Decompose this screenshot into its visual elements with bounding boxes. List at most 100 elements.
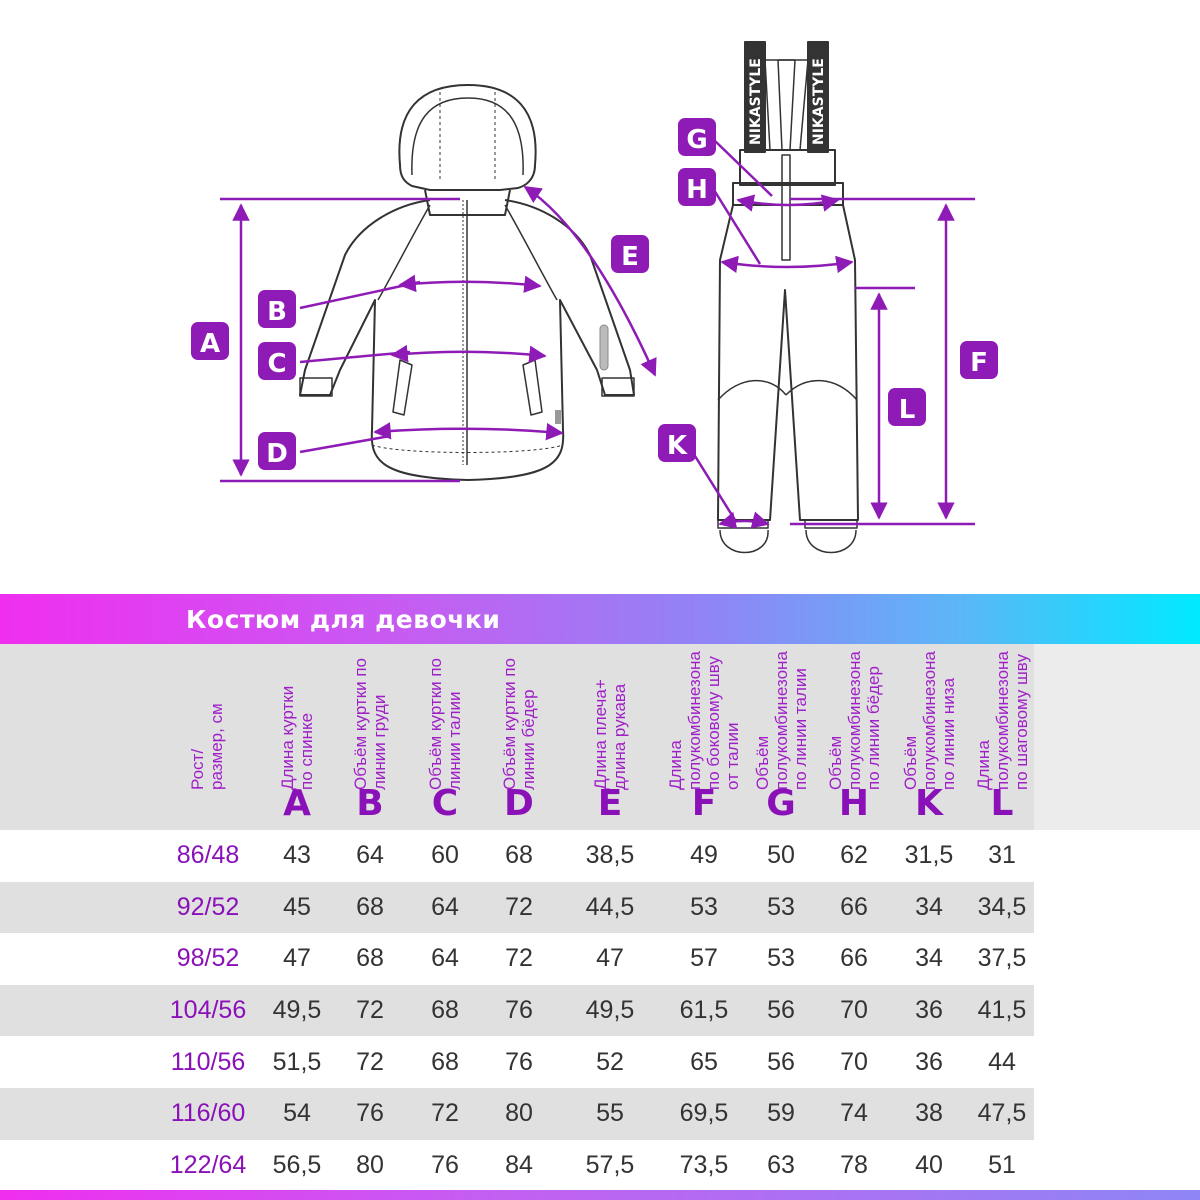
value-cell-d: 68 (505, 841, 533, 870)
size-cell: 86/48 (176, 841, 240, 870)
table-header (0, 644, 1200, 830)
value-cell-g: 53 (767, 892, 795, 921)
value-cell-g: 50 (767, 841, 795, 870)
value-cell-f: 53 (690, 892, 718, 921)
header-col-k-letter: K (915, 783, 943, 824)
svg-text:B: B (267, 297, 287, 327)
header-col-l-letter: L (990, 783, 1014, 824)
value-cell-k: 34 (915, 944, 943, 973)
header-col-a-letter: A (283, 783, 311, 824)
value-cell-b: 64 (356, 841, 384, 870)
size-cell: 98/52 (176, 944, 240, 973)
value-cell-b: 72 (356, 996, 384, 1025)
value-cell-e: 47 (596, 944, 624, 973)
value-cell-k: 36 (915, 996, 943, 1025)
value-cell-c: 68 (431, 996, 459, 1025)
header-col-b-label: Объём куртки по линии груди (351, 657, 389, 790)
size-cell: 116/60 (170, 1099, 246, 1128)
header-col-d-letter: D (504, 783, 534, 824)
badge-l: L (888, 388, 926, 426)
value-cell-c: 72 (431, 1099, 459, 1128)
svg-text:NIKASTYLE: NIKASTYLE (748, 58, 764, 145)
svg-text:L: L (899, 395, 916, 425)
header-col-l-label: Длина полукомбинезона по шаговому шву (973, 651, 1031, 790)
value-cell-k: 38 (915, 1099, 943, 1128)
header-col-g-label: Объём полукомбинезона по линии талии (752, 651, 810, 790)
value-cell-l: 34,5 (977, 892, 1027, 921)
size-cell: 110/56 (170, 1047, 246, 1076)
value-cell-b: 72 (356, 1047, 384, 1076)
header-col-h-label: Объём полукомбинезона по линии бёдер (825, 651, 883, 790)
value-cell-a: 43 (283, 841, 311, 870)
svg-text:A: A (200, 329, 220, 359)
value-cell-g: 56 (767, 996, 795, 1025)
value-cell-k: 34 (915, 892, 943, 921)
header-col-c-letter: C (431, 783, 459, 824)
svg-text:D: D (266, 439, 288, 469)
value-cell-a: 47 (283, 944, 311, 973)
svg-text:F: F (970, 348, 988, 378)
table-title-banner: Костюм для девочки (0, 594, 1200, 644)
value-cell-h: 70 (840, 1047, 868, 1076)
value-cell-e: 57,5 (585, 1150, 635, 1179)
value-cell-b: 80 (356, 1150, 384, 1179)
value-cell-g: 59 (767, 1099, 795, 1128)
value-cell-b: 76 (356, 1099, 384, 1128)
header-col-e-label: Длина плеча+ длина рукава (591, 679, 629, 790)
value-cell-a: 56,5 (272, 1150, 322, 1179)
badge-b: B (258, 290, 296, 328)
value-cell-k: 31,5 (904, 841, 954, 870)
jacket-measurements (220, 185, 657, 483)
badge-d: D (258, 432, 296, 470)
value-cell-d: 80 (505, 1099, 533, 1128)
value-cell-a: 51,5 (272, 1047, 322, 1076)
value-cell-f: 57 (690, 944, 718, 973)
value-cell-d: 76 (505, 1047, 533, 1076)
value-cell-f: 69,5 (679, 1099, 729, 1128)
header-col-f-letter: F (691, 783, 717, 824)
header-col-k-label: Объём полукомбинезона по линии низа (900, 651, 958, 790)
value-cell-h: 74 (840, 1099, 868, 1128)
value-cell-e: 38,5 (585, 841, 635, 870)
value-cell-f: 61,5 (679, 996, 729, 1025)
salopettes-measurements (688, 139, 975, 529)
value-cell-l: 51 (988, 1150, 1016, 1179)
value-cell-d: 84 (505, 1150, 533, 1179)
value-cell-f: 73,5 (679, 1150, 729, 1179)
header-col-c-label: Объём куртки по линии талии (426, 657, 464, 790)
header-col-h-letter: H (838, 783, 870, 824)
value-cell-e: 52 (596, 1047, 624, 1076)
value-cell-e: 49,5 (585, 996, 635, 1025)
value-cell-h: 62 (840, 841, 868, 870)
size-cell: 122/64 (169, 1150, 247, 1179)
value-cell-l: 31 (988, 841, 1016, 870)
value-cell-b: 68 (356, 944, 384, 973)
size-cell: 92/52 (176, 892, 240, 921)
brand-strap-logo: NIKASTYLE NIKASTYLE (748, 58, 827, 145)
value-cell-g: 56 (767, 1047, 795, 1076)
value-cell-h: 66 (840, 892, 868, 921)
badge-h: H (678, 168, 716, 206)
svg-text:H: H (686, 175, 708, 205)
svg-text:K: K (667, 431, 688, 461)
value-cell-c: 60 (431, 841, 459, 870)
badge-f: F (960, 341, 998, 379)
header-size-label: Рост/ размер, см (188, 703, 226, 790)
size-cell: 104/56 (169, 996, 247, 1025)
value-cell-e: 44,5 (585, 892, 635, 921)
measurement-badges: A B C D E G H F L K (191, 118, 998, 470)
value-cell-a: 49,5 (272, 996, 322, 1025)
value-cell-c: 76 (431, 1150, 459, 1179)
garment-diagram: NIKASTYLE NIKASTYLE A B C D E G H F L K (191, 41, 998, 554)
value-cell-l: 41,5 (977, 996, 1027, 1025)
